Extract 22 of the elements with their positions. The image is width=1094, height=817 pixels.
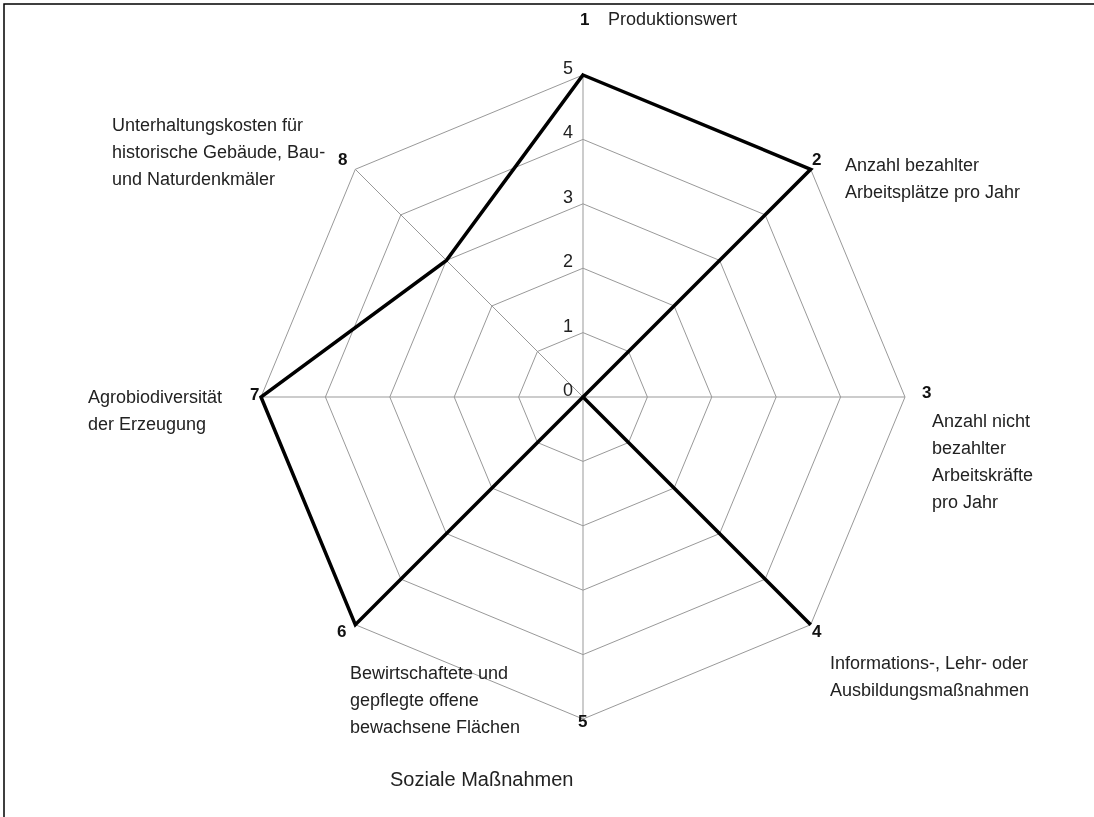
- axis-label: Anzahl bezahlter Arbeitsplätze pro Jahr: [845, 154, 1022, 204]
- axis-label: Anzahl nicht bezahlter Arbeitskräfte pro Jahr: [932, 410, 1035, 514]
- axis-number: 6: [337, 622, 347, 642]
- axis-number: 8: [338, 150, 348, 170]
- axis-label: Bewirtschaftete und gepflegte offene bewachsene Flächen: [350, 662, 522, 739]
- axis-label: Unterhaltungskosten für historische Gebäude, Bau- und Naturdenkmäler: [112, 114, 327, 191]
- chart-caption: Soziale Maßnahmen: [390, 767, 574, 792]
- axis-label: Informations-, Lehr- oder Ausbildungsmaßnahmen: [830, 652, 1031, 702]
- axis-number: 5: [578, 712, 588, 732]
- tick-label: 5: [563, 57, 573, 80]
- axis-label: Produktionswert: [608, 8, 739, 31]
- axis-number: 1: [580, 10, 590, 30]
- axis-number: 2: [812, 150, 822, 170]
- axis-number: 3: [922, 383, 932, 403]
- tick-label: 0: [563, 379, 573, 402]
- tick-label: 1: [563, 314, 573, 338]
- tick-label: 3: [563, 185, 573, 209]
- tick-label: 2: [563, 250, 573, 274]
- axis-number: 7: [250, 385, 260, 405]
- axis-number: 4: [812, 622, 822, 642]
- axis-label: Agrobiodiversität der Erzeugung: [88, 386, 224, 436]
- tick-label: 4: [563, 121, 573, 145]
